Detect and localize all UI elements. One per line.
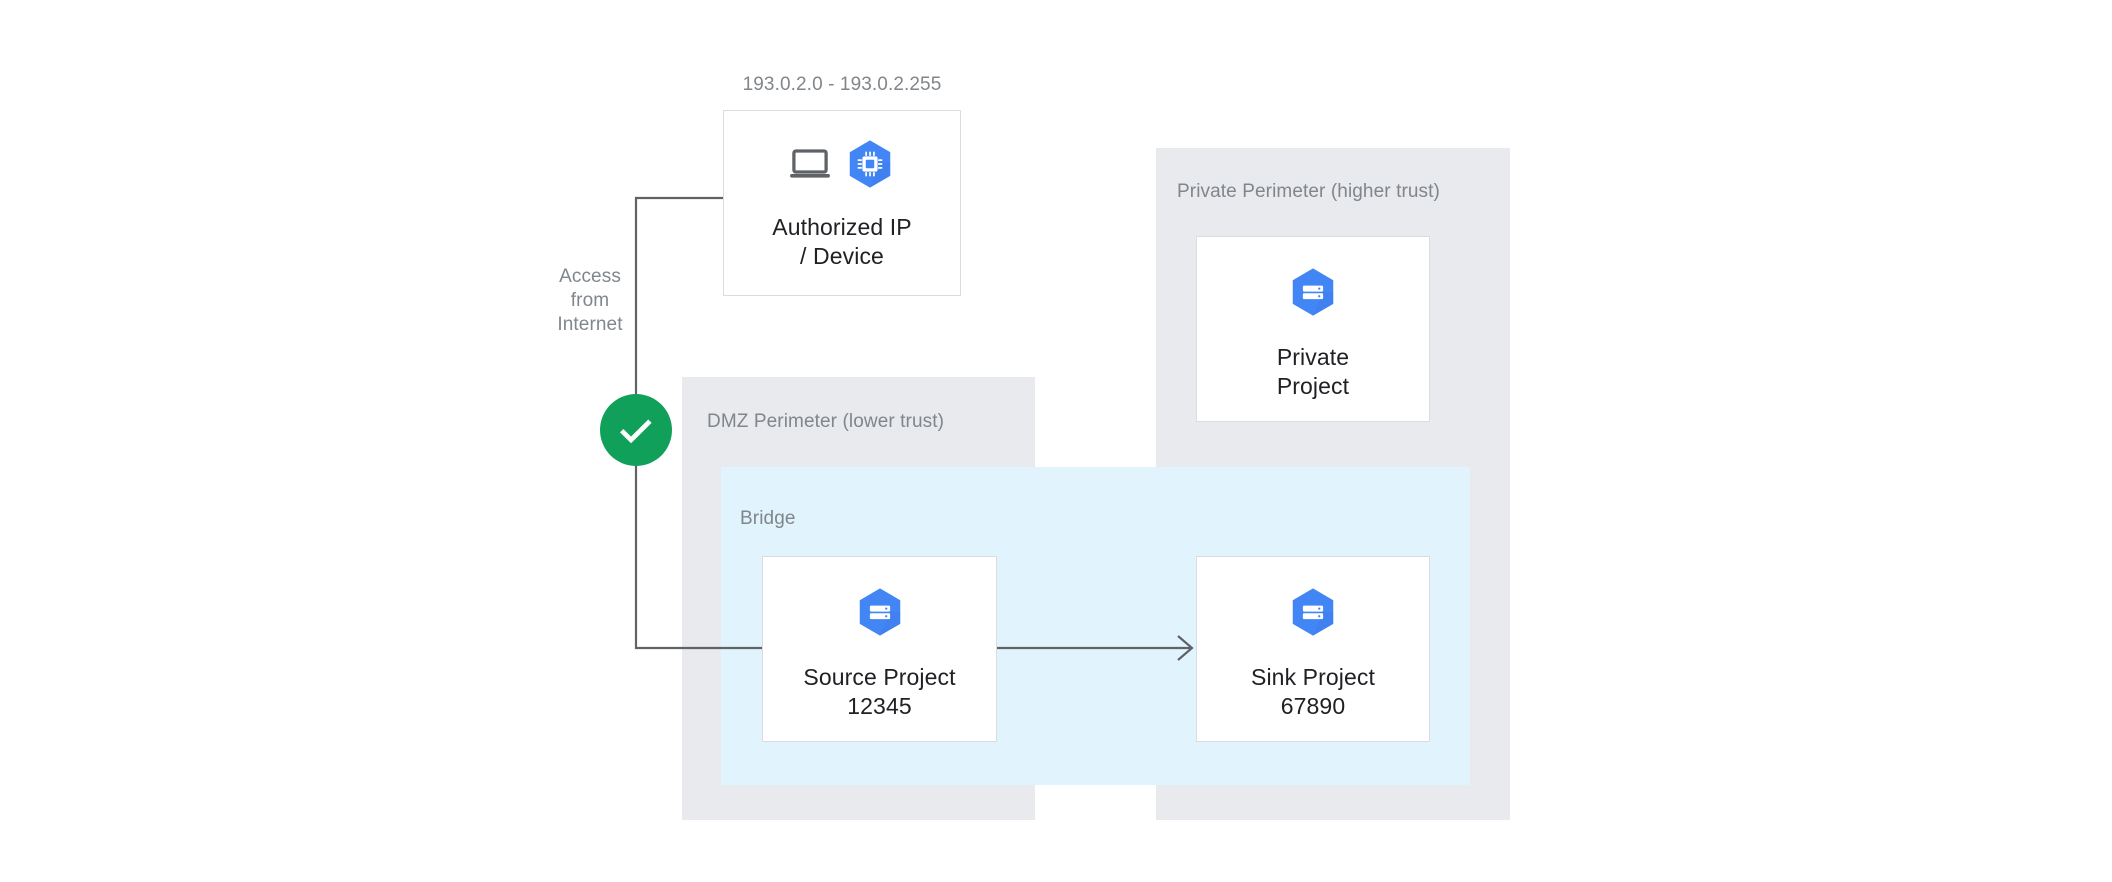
compute-hexagon-icon — [849, 140, 891, 188]
project-hexagon-icon — [1292, 268, 1334, 316]
node-authorized-device[interactable]: Authorized IP / Device — [723, 110, 961, 296]
sink-project-title: Sink Project 67890 — [1251, 664, 1375, 719]
access-from-internet-label: Access from Internet — [557, 266, 623, 335]
sink-project-icons — [1286, 585, 1340, 639]
check-icon — [620, 419, 652, 444]
perimeter-private-label: Private Perimeter (higher trust) — [1177, 181, 1440, 202]
source-project-title: Source Project 12345 — [803, 664, 956, 719]
laptop-icon — [790, 149, 830, 178]
source-project-icons — [853, 585, 907, 639]
authorized-device-title: Authorized IP / Device — [772, 214, 912, 269]
node-private-project[interactable]: Private Project — [1196, 236, 1430, 422]
node-sink-project[interactable]: Sink Project 67890 — [1196, 556, 1430, 742]
node-source-project[interactable]: Source Project 12345 — [762, 556, 997, 742]
bridge-label: Bridge — [740, 508, 796, 529]
project-hexagon-icon — [1292, 588, 1334, 636]
authorized-device-icons — [787, 137, 897, 191]
project-hexagon-icon — [859, 588, 900, 636]
ip-range-caption: 193.0.2.0 - 193.0.2.255 — [742, 74, 942, 95]
access-allowed-badge[interactable] — [600, 394, 672, 466]
private-project-title: Private Project — [1276, 344, 1350, 399]
private-project-icons — [1286, 265, 1340, 319]
perimeter-dmz-label: DMZ Perimeter (lower trust) — [707, 411, 945, 432]
